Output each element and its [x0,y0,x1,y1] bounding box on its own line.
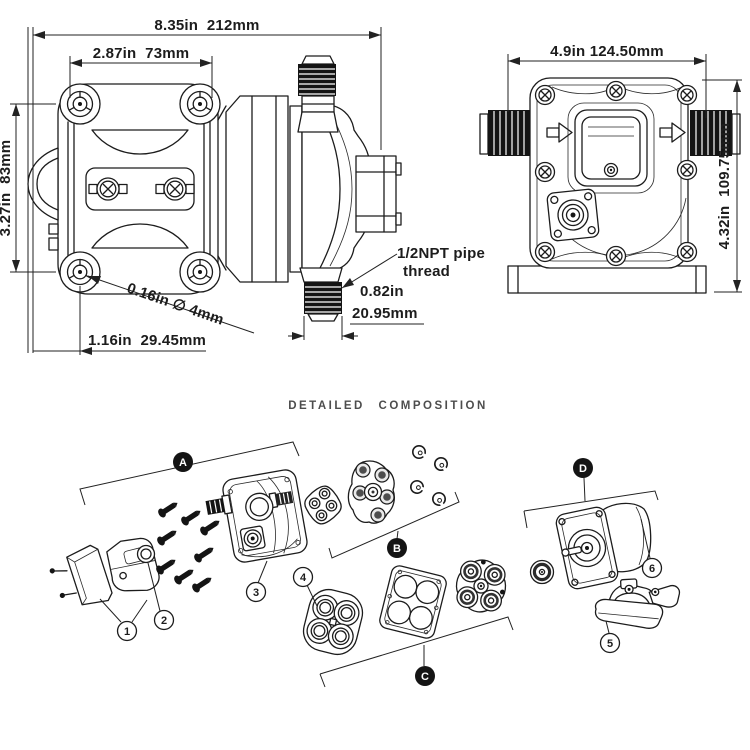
part-valve-flange [304,485,342,525]
part-number-3: 3 [245,581,267,603]
dim-front-height: 4.32in 109.75mm [702,79,742,293]
base-foot [507,265,707,294]
front-dim-width-text: 4.9in 124.50mm [550,43,664,60]
part-bearing [529,559,555,585]
side-view: 8.35in 212mm 2.87in 73mm 3.27in 83mm 0.1… [0,17,485,355]
part-number-6-text: 6 [649,563,655,575]
bottom-port [299,267,343,322]
port-thread-note-line2: thread [403,263,450,280]
head-screw [605,245,627,267]
pressure-switch-front [546,188,600,242]
head-screw [534,161,556,183]
part-number-4-text: 4 [300,572,307,584]
part-number-5-text: 5 [607,638,613,650]
dim-total-width-text: 8.35in 212mm [154,17,259,34]
outlet-port-front [689,109,741,157]
label-b-text: B [393,543,401,555]
dim-hole-spacing-text: 2.87in 73mm [93,45,190,62]
label-group-c: C [415,666,435,686]
dim-hole-spacing: 2.87in 73mm [69,45,213,98]
part-mount-bracket [594,578,681,629]
motor-body-side [217,95,289,283]
dim-edge-offset: 1.16in 29.45mm [33,286,206,355]
part-pressure-switch [49,537,160,606]
dim-mount-height-text: 3.27in 83mm [0,140,14,237]
label-group-d: D [573,458,593,478]
part-gasket-plate [379,565,447,639]
thread-note: 1/2NPT pipe thread [341,245,485,289]
head-screw [605,80,627,102]
part-number-2-text: 2 [161,615,167,627]
head-screw [676,159,698,181]
dim-mount-height: 3.27in 83mm [0,103,56,273]
port-thread-note-line1: 1/2NPT pipe [397,245,485,262]
cam-lobe [352,485,368,501]
part-number-2: 2 [153,609,175,631]
part-number-1-text: 1 [124,626,130,638]
head-screw [534,241,556,263]
label-a-text: A [179,457,187,469]
head-screw [534,84,556,106]
part-diaphragm [302,588,364,656]
inlet-thread [487,109,531,157]
pressure-dome [27,147,59,251]
cam-lobe [379,489,395,505]
mounting-foot [179,251,221,293]
dim-port-inches-text: 0.82in [360,283,404,300]
top-port [297,55,339,133]
part-valve-assembly [347,460,395,524]
cam-lobe [374,467,390,483]
part-o-ring [136,544,156,564]
dim-port-mm-text: 20.95mm [352,305,418,322]
inlet-port-front [479,109,531,157]
head-handle [567,102,655,194]
part-motor [555,502,652,590]
head-screw [676,241,698,263]
outlet-block [355,155,402,233]
mounting-plate [27,83,221,295]
cam-lobe [370,507,386,523]
part-number-4: 4 [292,566,314,588]
dim-total-width: 8.35in 212mm [27,17,382,353]
label-c-text: C [421,671,429,683]
dim-edge-offset-text: 1.16in 29.45mm [88,332,206,349]
part-number-3-text: 3 [253,587,259,599]
cam-lobe [355,462,371,478]
part-number-6: 6 [641,557,663,579]
flow-arrow-left [546,122,573,143]
label-group-a: A [173,452,193,472]
group-b-bracket [328,491,460,559]
dim-front-width: 4.9in 124.50mm [507,43,707,118]
label-d-text: D [579,463,587,475]
group-c-bracket [319,616,514,688]
label-group-b: B [387,538,407,558]
composition-title: DETAILED COMPOSITION [288,400,488,412]
front-view: 4.9in 124.50mm 4.32in 109.75mm [479,43,742,294]
exploded-view: DETAILED COMPOSITION [49,400,681,688]
mounting-foot [59,83,101,125]
part-number-5: 5 [599,632,621,654]
group-d-bracket [523,477,659,529]
part-pump-head [205,469,308,563]
pump-head-side [289,103,402,273]
mounting-foot [179,83,221,125]
part-piston-assembly [454,558,508,614]
head-screw [676,84,698,106]
dim-port-width: 0.82in 20.95mm [288,283,424,340]
part-number-1: 1 [116,620,138,642]
front-dim-height-text: 4.32in 109.75mm [716,123,733,250]
top-port-thread [297,63,337,97]
part-leader-lines [99,518,651,634]
valve-clip-set [408,444,452,510]
bottom-port-thread [303,281,343,315]
flow-arrow-right [659,122,686,143]
